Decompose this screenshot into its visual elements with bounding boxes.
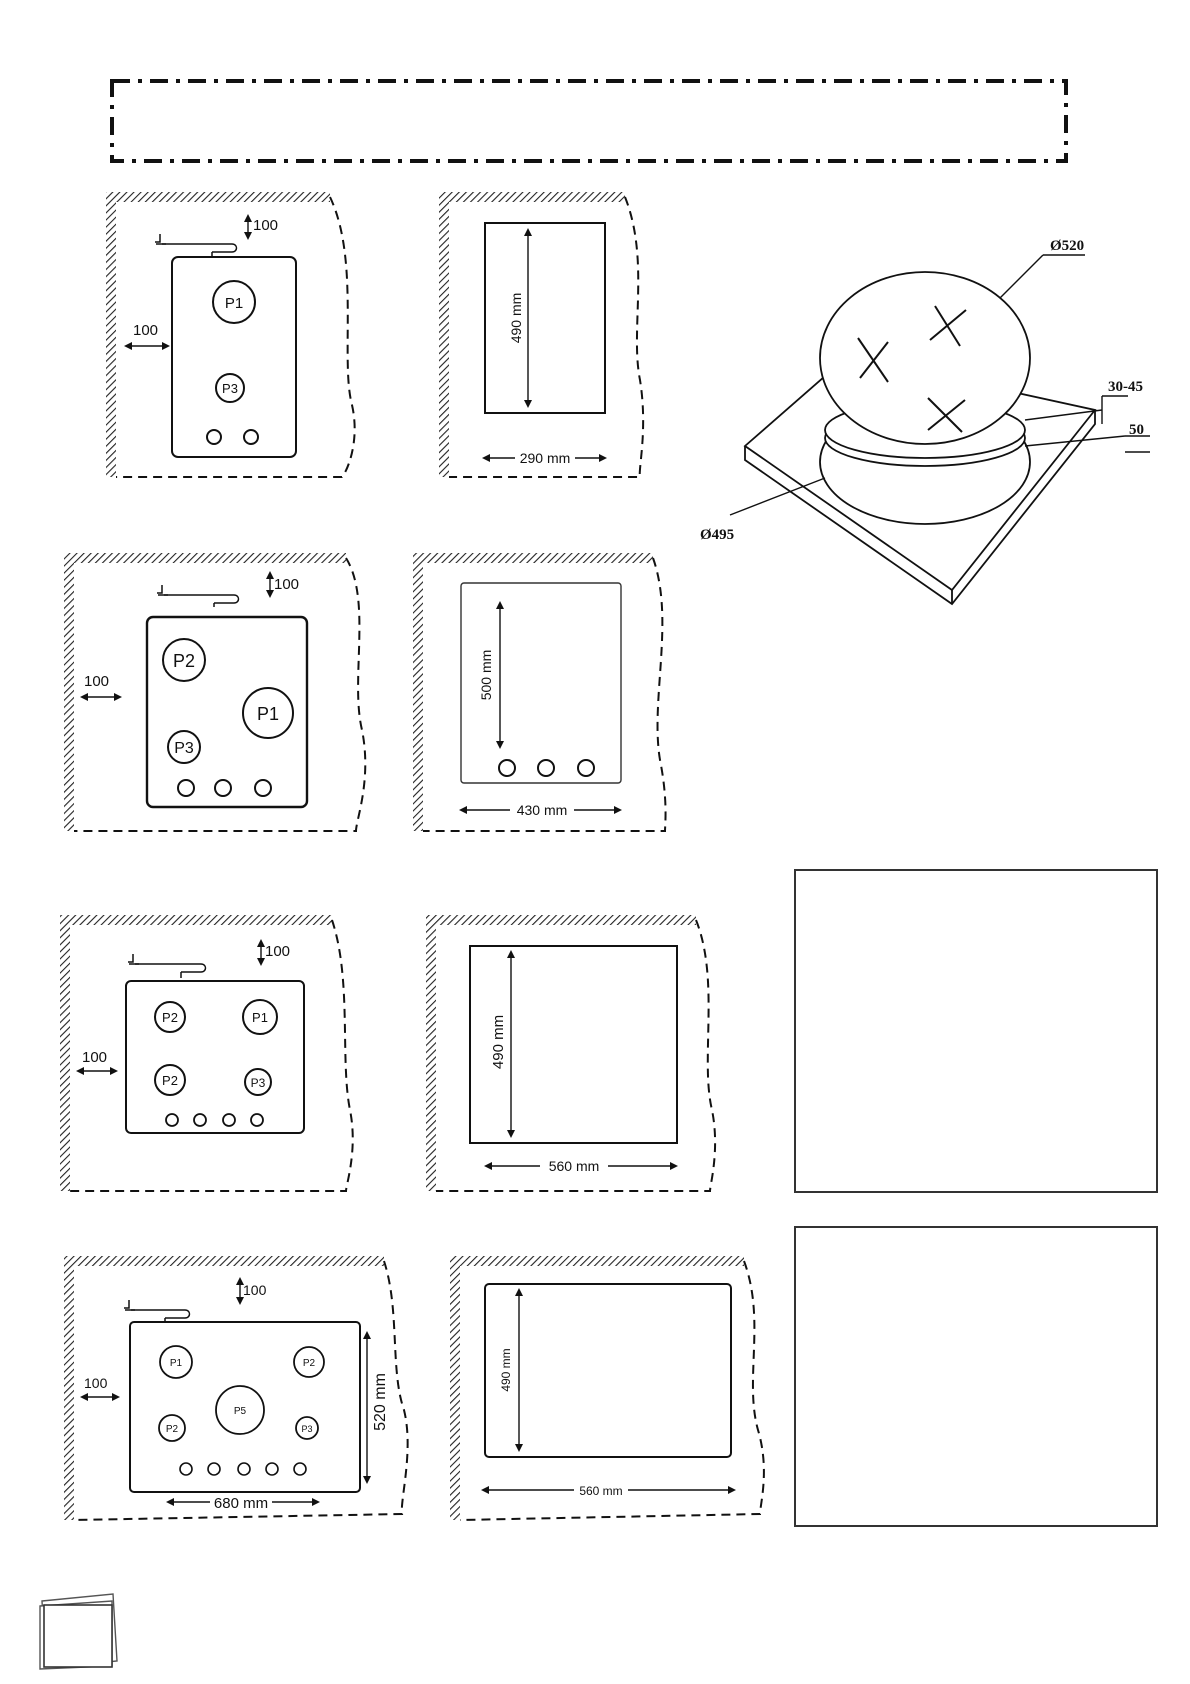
burner-p1-icon [242, 687, 294, 739]
depth-range-label: 30-45 [1108, 379, 1143, 395]
burner-p2-icon [154, 1001, 186, 1033]
row3-hob-layout: 100 100 P2 P1 P2 P3 [60, 915, 354, 1192]
burner-label: P3 [301, 1424, 312, 1434]
gas-connector-icon [157, 585, 240, 607]
knob-icon [207, 1462, 221, 1476]
knob-icon [177, 779, 195, 797]
burner-label: P3 [251, 1076, 266, 1090]
knob-icon [243, 429, 259, 445]
clearance-side-label: 100 [84, 673, 109, 690]
burner-p3-icon [215, 373, 245, 403]
cutout-width-label: 560 mm [549, 1158, 600, 1174]
burner-label: P1 [252, 1010, 268, 1025]
row3-hob-outline [125, 980, 305, 1134]
knob-icon [206, 429, 222, 445]
burner-p1-icon [159, 1345, 193, 1379]
cutout-width-label: 430 mm [517, 802, 568, 818]
burner-label: P5 [234, 1406, 247, 1417]
burner-label: P3 [222, 381, 238, 396]
notes-box-2 [794, 1226, 1158, 1527]
cut-diameter-label: Ø495 [700, 527, 734, 543]
burner-p1-icon [212, 280, 256, 324]
row1-hob-outline [171, 256, 297, 458]
clearance-top-label: 100 [274, 576, 299, 593]
row1-cutout: 490 mm 290 mm [439, 192, 645, 478]
row2-hob-layout: 100 100 P2 P1 P3 [64, 553, 367, 832]
cutout-width-label: 560 mm [579, 1484, 622, 1498]
burner-label: P2 [303, 1358, 316, 1369]
clearance-top-label: 100 [265, 943, 290, 960]
burner-p2-icon [293, 1346, 325, 1378]
clearance-top-label: 100 [253, 217, 278, 234]
row2-hob-outline [145, 615, 309, 809]
burner-p1-icon [242, 999, 278, 1035]
knob-icon [193, 1113, 207, 1127]
burner-p2-icon [162, 638, 206, 682]
burner-p5-icon [215, 1385, 265, 1435]
knob-icon [237, 1462, 251, 1476]
burner-label: P2 [166, 1424, 179, 1435]
burner-label: P1 [225, 295, 243, 312]
row1-hob-layout: 100 100 P1 P3 [106, 192, 356, 478]
notes-box-1 [794, 869, 1158, 1193]
round-hob-3d-diagram [729, 254, 1150, 606]
hob-height-label: 520 mm [372, 1373, 389, 1431]
row3-cutout: 490 mm 560 mm [426, 915, 717, 1192]
burner-label: P1 [257, 704, 279, 724]
clearance-side-label: 100 [84, 1375, 108, 1391]
knob-icon [577, 759, 595, 777]
row2-cutout: 500 mm 430 mm [413, 553, 667, 832]
round-hob-top [819, 271, 1031, 445]
knob-icon [254, 779, 272, 797]
row3-cutout-outline [469, 945, 678, 1144]
row4-cutout-outline [484, 1283, 732, 1458]
knob-icon [293, 1462, 307, 1476]
burner-p3-icon [167, 730, 201, 764]
cutout-height-label: 500 mm [478, 650, 494, 701]
knob-icon [214, 779, 232, 797]
clearance-side-label: 100 [133, 322, 158, 339]
burner-label: P2 [162, 1010, 178, 1025]
gas-connector-icon [124, 1300, 191, 1322]
row2-cutout-outline [460, 582, 622, 784]
burner-label: P2 [173, 651, 195, 671]
burner-label: P3 [174, 740, 194, 757]
knob-icon [498, 759, 516, 777]
knob-icon [179, 1462, 193, 1476]
burner-p3-icon [295, 1416, 319, 1440]
cutout-height-label: 490 mm [508, 293, 524, 344]
gas-connector-icon [128, 954, 207, 978]
row4-cutout: 490 mm 560 mm [450, 1256, 765, 1521]
knob-icon [222, 1113, 236, 1127]
cutout-width-label: 290 mm [520, 450, 571, 466]
top-diameter-label: Ø520 [1050, 238, 1084, 254]
burner-p2-icon [158, 1414, 186, 1442]
cutout-height-label: 490 mm [499, 1348, 513, 1391]
cutout-height-label: 490 mm [490, 1015, 507, 1069]
knob-icon [265, 1462, 279, 1476]
burner-p2-icon [154, 1064, 186, 1096]
knob-icon [165, 1113, 179, 1127]
thickness-label: 50 [1129, 422, 1144, 438]
row1-cutout-outline [484, 222, 606, 414]
clearance-side-label: 100 [82, 1049, 107, 1066]
burner-label: P1 [170, 1358, 183, 1369]
burner-label: P2 [162, 1073, 178, 1088]
banner-frame [110, 79, 1068, 163]
hob-width-label: 680 mm [214, 1495, 268, 1512]
row4-hob-outline [129, 1321, 361, 1493]
knob-icon [250, 1113, 264, 1127]
row4-hob-layout: 100 100 P1 P2 P5 P2 P3 520 mm 680 mm [64, 1256, 409, 1521]
burner-p3-icon [244, 1068, 272, 1096]
knob-icon [537, 759, 555, 777]
burner-cross-icon [857, 305, 967, 433]
page-number-corner-icon [39, 1593, 118, 1670]
gas-connector-icon [155, 234, 238, 256]
clearance-top-label: 100 [243, 1282, 267, 1298]
